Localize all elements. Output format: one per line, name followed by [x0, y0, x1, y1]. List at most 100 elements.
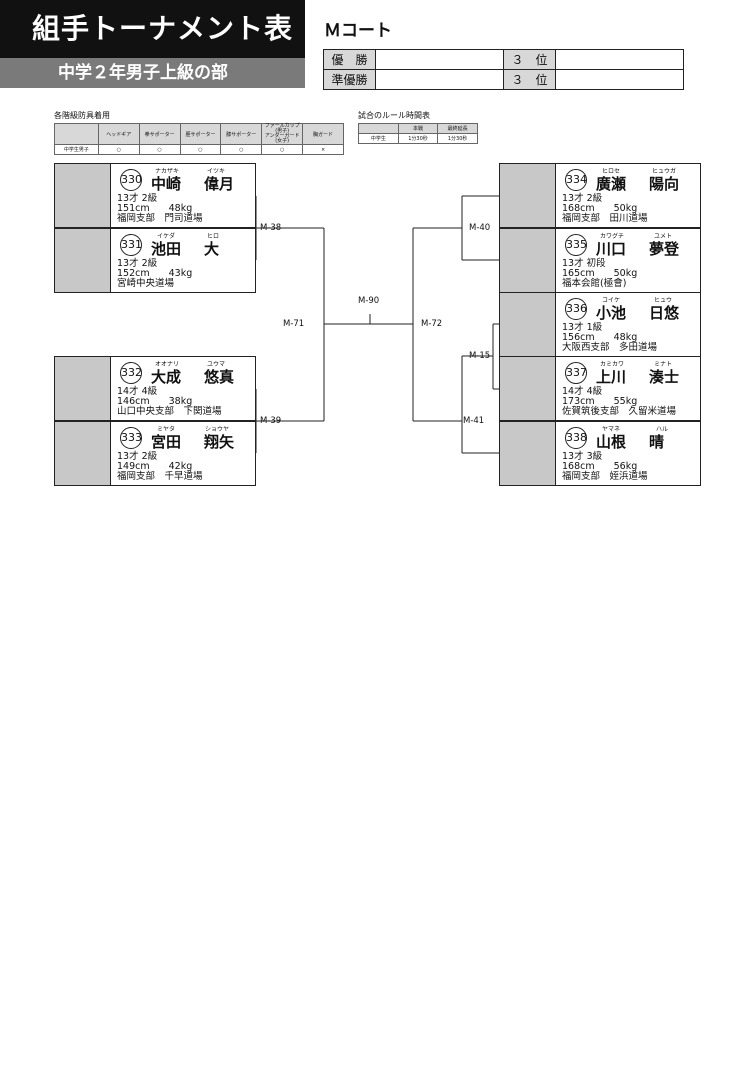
player-card: 330 ナカザキ イツキ 中崎 偉月 13才 2級 151cm 48kg 福岡支…	[54, 163, 256, 228]
player-family-name: 上川	[596, 368, 627, 386]
player-given-name: 晴	[649, 433, 665, 451]
player-kana-given: ヒュウ	[654, 297, 673, 304]
player-number: 331	[120, 234, 142, 256]
player-card: 332 オオナリ ユウマ 大成 悠真 14才 4級 146cm 38kg 山口中…	[54, 356, 256, 421]
protector-header-1: ヘッドギア	[97, 123, 140, 145]
player-dojo: 山口中央支部 下関道場	[117, 406, 222, 417]
player-family-name: 廣瀬	[596, 175, 627, 193]
match-m38: M-38	[260, 223, 282, 233]
player-age-grade: 14才 4級	[562, 386, 603, 397]
division-title: 中学２年男子上級の部	[0, 58, 305, 88]
player-age-grade: 13才 2級	[117, 193, 158, 204]
protector-header-3: 脛サポーター	[179, 123, 222, 145]
player-family-name: 宮田	[151, 433, 182, 451]
player-kana-family: ヒロセ	[602, 168, 621, 175]
champion-label: 優 勝	[323, 49, 376, 70]
player-kana-given: ショウヤ	[205, 426, 230, 433]
player-dojo: 福岡支部 姪浜道場	[562, 471, 648, 482]
protector-cell-6: ×	[302, 144, 344, 155]
player-age-grade: 13才 2級	[117, 258, 158, 269]
player-photo-area	[55, 164, 111, 227]
player-card: 331 イケダ ヒロ 池田 大 13才 2級 152cm 43kg 宮崎中央道場	[54, 228, 256, 293]
rule-cell-2: 1分30秒	[437, 133, 478, 144]
player-dojo: 福岡支部 田川道場	[562, 213, 648, 224]
player-dojo: 佐賀筑後支部 久留米道場	[562, 406, 677, 417]
player-photo-area	[500, 164, 556, 227]
player-photo-area	[500, 229, 556, 292]
player-size: 156cm 48kg	[562, 332, 638, 343]
player-size: 173cm 55kg	[562, 396, 638, 407]
player-given-name: 悠真	[204, 368, 235, 386]
player-given-name: 湊士	[649, 368, 680, 386]
player-kana-family: カミカワ	[600, 361, 625, 368]
player-kana-given: イツキ	[207, 168, 226, 175]
player-number: 334	[565, 169, 587, 191]
player-number: 332	[120, 362, 142, 384]
tournament-title: 組手トーナメント表	[0, 0, 305, 58]
player-kana-given: ヒュウガ	[652, 168, 677, 175]
match-m39: M-39	[260, 416, 282, 426]
player-size: 165cm 50kg	[562, 268, 638, 279]
player-number: 337	[565, 362, 587, 384]
player-age-grade: 13才 2級	[562, 193, 603, 204]
player-family-name: 川口	[596, 240, 627, 258]
player-size: 146cm 38kg	[117, 396, 193, 407]
player-given-name: 偉月	[204, 175, 235, 193]
player-size: 168cm 50kg	[562, 203, 638, 214]
player-number: 338	[565, 427, 587, 449]
player-kana-family: ヤマネ	[602, 426, 621, 433]
player-kana-family: ミヤタ	[157, 426, 176, 433]
player-kana-family: コイケ	[602, 297, 621, 304]
player-given-name: 夢登	[649, 240, 680, 258]
player-card: 336 コイケ ヒュウ 小池 日悠 13才 1級 156cm 48kg 大阪西支…	[499, 292, 701, 357]
player-age-grade: 13才 2級	[117, 451, 158, 462]
results-table: 優 勝 ３ 位 準優勝 ３ 位	[323, 49, 684, 90]
player-size: 152cm 43kg	[117, 268, 193, 279]
player-kana-family: ナカザキ	[155, 168, 180, 175]
third-label-b: ３ 位	[503, 69, 556, 90]
player-age-grade: 13才 3級	[562, 451, 603, 462]
player-size: 151cm 48kg	[117, 203, 193, 214]
player-given-name: 大	[204, 240, 220, 258]
player-photo-area	[500, 357, 556, 420]
protector-cell-0: 中学生男子	[54, 144, 99, 155]
player-card: 334 ヒロセ ヒュウガ 廣瀬 陽向 13才 2級 168cm 50kg 福岡支…	[499, 163, 701, 228]
player-kana-given: ミナト	[654, 361, 673, 368]
player-size: 168cm 56kg	[562, 461, 638, 472]
player-photo-area	[55, 229, 111, 292]
player-card: 333 ミヤタ ショウヤ 宮田 翔矢 13才 2級 149cm 42kg 福岡支…	[54, 421, 256, 486]
player-kana-given: ハル	[656, 426, 669, 433]
third-label-a: ３ 位	[503, 49, 556, 70]
player-dojo: 福岡支部 門司道場	[117, 213, 203, 224]
protector-header-0	[54, 123, 99, 145]
protector-table: ヘッドギア 拳サポーター 脛サポーター 膝サポーター ファールカップ(男子)アン…	[54, 123, 344, 155]
player-age-grade: 13才 1級	[562, 322, 603, 333]
rule-table: 本戦 最終延長 中学生 1分30秒 1分30秒	[358, 123, 478, 144]
player-dojo: 宮崎中央道場	[117, 278, 175, 289]
player-number: 330	[120, 169, 142, 191]
player-family-name: 小池	[596, 304, 627, 322]
match-m15: M-15	[469, 351, 491, 361]
player-family-name: 池田	[151, 240, 182, 258]
player-number: 335	[565, 234, 587, 256]
protector-header-6: 胸ガード	[302, 123, 344, 145]
player-family-name: 山根	[596, 433, 627, 451]
player-photo-area	[55, 422, 111, 485]
court-label: Ｍコート	[324, 21, 392, 41]
player-age-grade: 13才 初段	[562, 258, 606, 269]
third-field-b	[555, 69, 684, 90]
player-card: 335 カワグチ ユメト 川口 夢登 13才 初段 165cm 50kg 福本会…	[499, 228, 701, 293]
player-kana-family: イケダ	[157, 233, 176, 240]
player-given-name: 日悠	[649, 304, 680, 322]
player-kana-given: ヒロ	[207, 233, 220, 240]
protector-caption: 各階級防具着用	[54, 111, 110, 120]
player-photo-area	[500, 422, 556, 485]
player-kana-given: ユウマ	[207, 361, 226, 368]
player-kana-family: オオナリ	[155, 361, 180, 368]
player-age-grade: 14才 4級	[117, 386, 158, 397]
protector-header-2: 拳サポーター	[138, 123, 181, 145]
player-dojo: 大阪西支部 多田道場	[562, 342, 658, 353]
player-kana-given: ユメト	[654, 233, 673, 240]
player-kana-family: カワグチ	[600, 233, 625, 240]
